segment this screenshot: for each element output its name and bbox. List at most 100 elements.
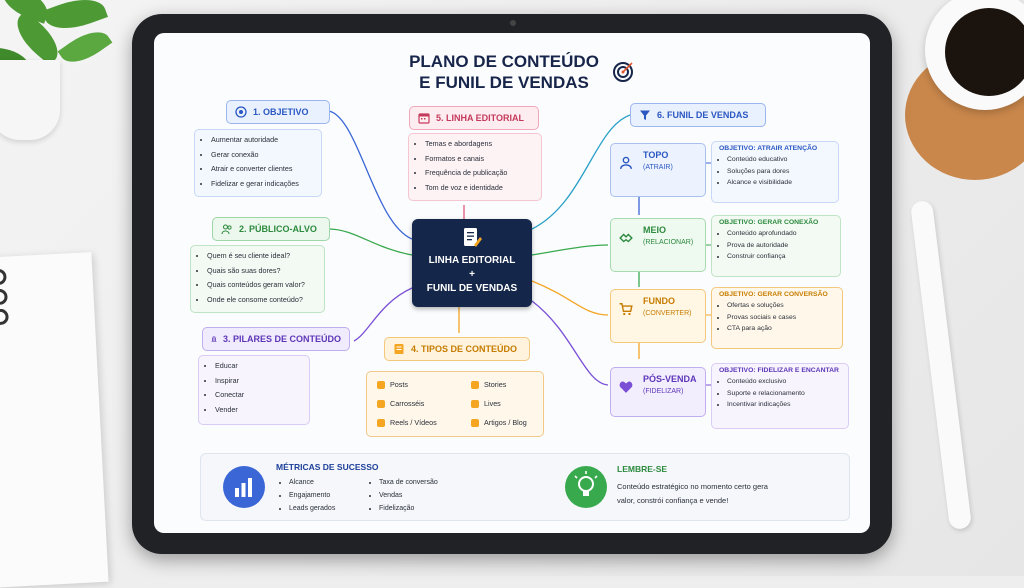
stage-sub: (RELACIONAR): [643, 239, 694, 246]
tipo-item: Stories: [471, 380, 506, 389]
tipos-header-label: 4. TIPOS DE CONTEÚDO: [411, 344, 518, 354]
list-item: Ofertas e soluções: [727, 300, 835, 312]
title-line-1: PLANO DE CONTEÚDO: [409, 52, 599, 71]
list-item: Provas sociais e cases: [727, 312, 835, 324]
list-item: Suporte e relacionamento: [727, 388, 841, 400]
objective-title: OBJETIVO: GERAR CONVERSÃO: [719, 291, 828, 298]
potted-plant: [0, 0, 130, 140]
list-item: Atrair e converter clientes: [211, 162, 313, 177]
list-item: Quem é seu cliente ideal?: [207, 249, 316, 264]
funil-stage-fundo: FUNDO (CONVERTER): [610, 289, 706, 343]
tipo-label: Lives: [484, 399, 501, 408]
list-item: Tom de voz e identidade: [425, 181, 533, 196]
page-title: PLANO DE CONTEÚDO E FUNIL DE VENDAS: [384, 51, 624, 93]
funil-stage-pos-venda: PÓS-VENDA (FIDELIZAR): [610, 367, 706, 417]
handshake-icon: [619, 233, 633, 243]
stage-sub: (FIDELIZAR): [643, 388, 684, 395]
stage-sub: (ATRAIR): [643, 164, 673, 171]
linha-header-label: 5. LINHA EDITORIAL: [436, 113, 525, 123]
list-item: Conectar: [215, 388, 301, 403]
users-icon: [221, 224, 232, 235]
funil-objective-fundo: OBJETIVO: GERAR CONVERSÃO Ofertas e solu…: [711, 287, 843, 349]
plant-pot: [0, 60, 60, 140]
stage-sub: (CONVERTER): [643, 310, 692, 317]
tablet-camera: [510, 20, 516, 26]
list-item: Conteúdo aprofundado: [727, 228, 833, 240]
tipo-label: Reels / Vídeos: [390, 418, 437, 427]
calendar-icon: [418, 113, 430, 124]
metricas-col-1: Alcance Engajamento Leads gerados: [281, 476, 335, 515]
tablet-screen: PLANO DE CONTEÚDO E FUNIL DE VENDAS 1. O…: [154, 33, 870, 533]
list-item: Engajamento: [289, 489, 335, 502]
blog-icon: [471, 418, 479, 427]
list-item: Gerar conexão: [211, 148, 313, 163]
tipo-item: Lives: [471, 399, 501, 408]
list-item: Construir confiança: [727, 251, 833, 263]
funil-stage-meio: MEIO (RELACIONAR): [610, 218, 706, 272]
linha-box: Temas e abordagens Formatos e canais Fre…: [408, 133, 542, 201]
list-item: Leads gerados: [289, 502, 335, 515]
funil-objective-topo: OBJETIVO: ATRAIR ATENÇÃO Conteúdo educat…: [711, 141, 839, 203]
tipos-header: 4. TIPOS DE CONTEÚDO: [384, 337, 530, 361]
publico-header: 2. PÚBLICO-ALVO: [212, 217, 330, 241]
tipo-item: Posts: [377, 380, 408, 389]
tipo-label: Posts: [390, 380, 408, 389]
objective-title: OBJETIVO: ATRAIR ATENÇÃO: [719, 145, 818, 152]
columns-icon: [211, 336, 217, 342]
cart-icon: [619, 303, 633, 316]
video-icon: [377, 418, 385, 427]
title-line-2: E FUNIL DE VENDAS: [419, 73, 589, 92]
carousel-icon: [377, 399, 385, 408]
list-item: Incentivar indicações: [727, 399, 841, 411]
funil-objective-meio: OBJETIVO: GERAR CONEXÃO Conteúdo aprofun…: [711, 215, 841, 277]
list-item: Onde ele consome conteúdo?: [207, 293, 316, 308]
tipos-box: Posts Stories Carrosséis Lives Reels / V…: [366, 371, 544, 437]
pilares-header: 3. PILARES DE CONTEÚDO: [202, 327, 350, 351]
target-icon: [613, 62, 633, 82]
pilares-header-label: 3. PILARES DE CONTEÚDO: [222, 334, 341, 344]
objetivo-box: Aumentar autoridade Gerar conexão Atrair…: [194, 129, 322, 197]
lightbulb-icon: [565, 466, 607, 508]
stage-name: FUNDO: [643, 296, 675, 306]
heart-icon: [619, 381, 633, 393]
tipo-label: Stories: [484, 380, 507, 389]
list-item: Quais são suas dores?: [207, 264, 316, 279]
bar-chart-icon: [223, 466, 265, 508]
stage-name: TOPO: [643, 150, 669, 160]
list-item: Vendas: [379, 489, 438, 502]
person-icon: [620, 156, 632, 169]
tipo-item: Carrosséis: [377, 399, 424, 408]
document-edit-icon: [464, 228, 482, 247]
funnel-icon: [640, 110, 650, 120]
funil-header-label: 6. FUNIL DE VENDAS: [657, 110, 749, 120]
tipo-item: Artigos / Blog: [471, 418, 527, 427]
coffee: [945, 8, 1024, 96]
list-item: Educar: [215, 359, 301, 374]
live-icon: [471, 399, 479, 408]
objetivo-header-label: 1. OBJETIVO: [253, 107, 309, 117]
funil-objective-pos-venda: OBJETIVO: FIDELIZAR E ENCANTAR Conteúdo …: [711, 363, 849, 429]
list-item: Conteúdo exclusivo: [727, 376, 841, 388]
objective-title: OBJETIVO: GERAR CONEXÃO: [719, 219, 819, 226]
list-item: Fidelização: [379, 502, 438, 515]
list-item: Vender: [215, 403, 301, 418]
list-item: Fidelizar e gerar indicações: [211, 177, 313, 192]
publico-box: Quem é seu cliente ideal? Quais são suas…: [190, 245, 325, 313]
central-line-2: FUNIL DE VENDAS: [426, 283, 518, 294]
list-item: CTA para ação: [727, 323, 835, 335]
list-item: Taxa de conversão: [379, 476, 438, 489]
central-plus: +: [469, 269, 475, 280]
list-item: Aumentar autoridade: [211, 133, 313, 148]
funil-header: 6. FUNIL DE VENDAS: [630, 103, 766, 127]
tipo-item: Reels / Vídeos: [377, 418, 437, 427]
lembre-title: LEMBRE-SE: [617, 464, 668, 474]
list-item: Quais conteúdos geram valor?: [207, 278, 316, 293]
central-node: LINHA EDITORIAL + FUNIL DE VENDAS: [412, 219, 532, 307]
lembre-text: Conteúdo estratégico no momento certo ge…: [617, 482, 768, 505]
pilares-box: Educar Inspirar Conectar Vender: [198, 355, 310, 425]
stories-icon: [471, 380, 479, 389]
list-item: Alcance e visibilidade: [727, 177, 831, 189]
list-item: Temas e abordagens: [425, 137, 533, 152]
metricas-title: MÉTRICAS DE SUCESSO: [276, 462, 379, 472]
footer-panel: MÉTRICAS DE SUCESSO Alcance Engajamento …: [200, 453, 850, 521]
